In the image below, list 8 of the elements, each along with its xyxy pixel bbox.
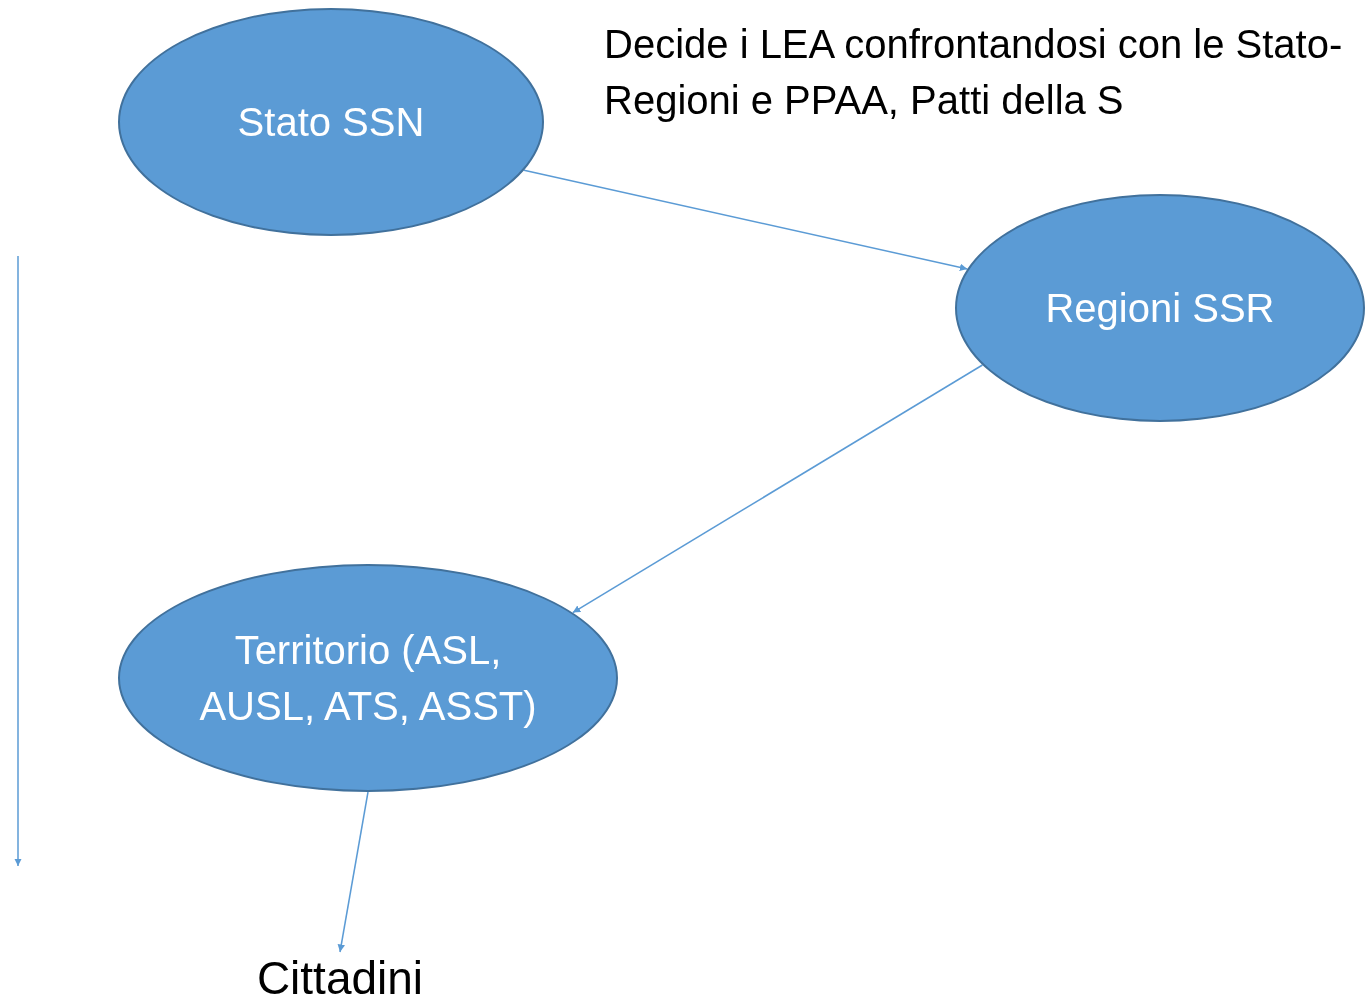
node-label: Territorio (ASL, AUSL, ATS, ASST)	[198, 627, 538, 730]
node-label: Stato SSN	[236, 99, 426, 146]
annotation-text: Decide i LEA confrontandosi con le Stato-Regioni e PPAA, Patti della S	[604, 21, 1344, 124]
arrow	[572, 364, 984, 614]
node-label: Regioni SSR	[1044, 285, 1276, 332]
node-label: Cittadini	[255, 951, 425, 1005]
arrow	[337, 791, 369, 953]
arrow	[523, 169, 969, 272]
